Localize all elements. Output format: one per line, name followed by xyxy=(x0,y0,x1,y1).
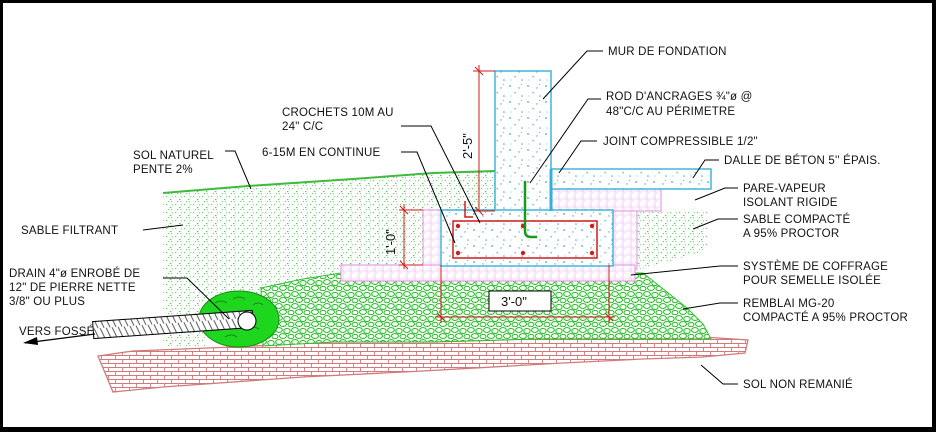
label-crochets-1: CROCHETS 10M AU xyxy=(282,107,394,119)
drain-pipe-end xyxy=(237,311,257,331)
label-crochets-2: 24" C/C xyxy=(282,121,323,133)
dimension-footing-width: 3'-0" xyxy=(501,294,527,309)
filter-sand-zone xyxy=(163,171,495,346)
label-remblai-1: REMBLAI MG-20 xyxy=(743,298,834,310)
dimension-wall-height: 2'-5" xyxy=(460,133,475,159)
concrete-footing xyxy=(440,209,614,267)
anchor-rod xyxy=(523,181,537,239)
foundation-section-drawing: 2'-5" 1'-0" 3'-0" VERS FOSSÉ MUR DE FOND… xyxy=(9,46,908,393)
label-pare-vapeur-1: PARE-VAPEUR xyxy=(743,183,826,195)
rebar-bars xyxy=(455,223,595,256)
label-sol-naturel-1: SOL NATUREL xyxy=(133,150,214,162)
label-sable-compacte-2: A 95% PROCTOR xyxy=(743,228,839,240)
label-armature: 6-15M EN CONTINUE xyxy=(262,147,381,159)
label-vers-fosse: VERS FOSSÉ xyxy=(19,325,95,338)
dimension-footing-width-box xyxy=(488,290,552,312)
label-sol-non-remanie: SOL NON REMANIÉ xyxy=(743,378,853,391)
label-rod-ancrage-2: 48"C/C AU PÉRIMETRE xyxy=(606,105,735,118)
label-drain-1: DRAIN 4"ø ENROBÉ DE xyxy=(9,267,140,280)
label-dalle: DALLE DE BÉTON 5'' ÉPAIS. xyxy=(724,154,881,167)
dimension-wall-height-line xyxy=(473,65,495,216)
label-joint: JOINT COMPRESSIBLE 1/2" xyxy=(603,136,758,148)
leader-lines xyxy=(142,50,738,385)
label-pare-vapeur-2: ISOLANT RIGIDE xyxy=(743,197,838,209)
backfill-gravel-zone xyxy=(260,272,712,347)
compacted-sand-zone xyxy=(551,210,708,271)
natural-ground-line xyxy=(162,170,496,194)
label-coffrage-1: SYSTÈME DE COFFRAGE xyxy=(743,260,888,273)
label-rod-ancrage-1: ROD D'ANCRAGES ¾"ø @ xyxy=(606,91,753,103)
footing-form-base xyxy=(340,264,636,282)
dimension-footing-height-line xyxy=(399,204,423,270)
rebar-hooks xyxy=(464,201,473,218)
vers-fosse-arrowhead xyxy=(23,337,38,345)
label-drain-3: 3/8" OU PLUS xyxy=(9,296,85,308)
label-sable-filtrant: SABLE FILTRANT xyxy=(21,225,118,237)
label-mur-fondation: MUR DE FONDATION xyxy=(608,46,727,58)
label-sol-naturel-2: PENTE 2% xyxy=(133,164,193,176)
footing-form-left xyxy=(422,209,442,267)
dimension-footing-width-line xyxy=(435,265,615,323)
slab-insulation xyxy=(550,188,662,212)
label-remblai-2: COMPACTÉ A 95% PROCTOR xyxy=(743,311,908,324)
slab-insulation-ext xyxy=(612,210,638,270)
label-drain-2: 12" DE PIERRE NETTE xyxy=(9,282,136,294)
label-sable-compacte-1: SABLE COMPACTÉ xyxy=(743,213,851,226)
concrete-slab xyxy=(550,168,712,190)
label-coffrage-2: POUR SEMELLE ISOLÉE xyxy=(743,274,881,287)
dimension-footing-height: 1'-0" xyxy=(383,229,398,255)
foundation-wall xyxy=(494,70,552,212)
